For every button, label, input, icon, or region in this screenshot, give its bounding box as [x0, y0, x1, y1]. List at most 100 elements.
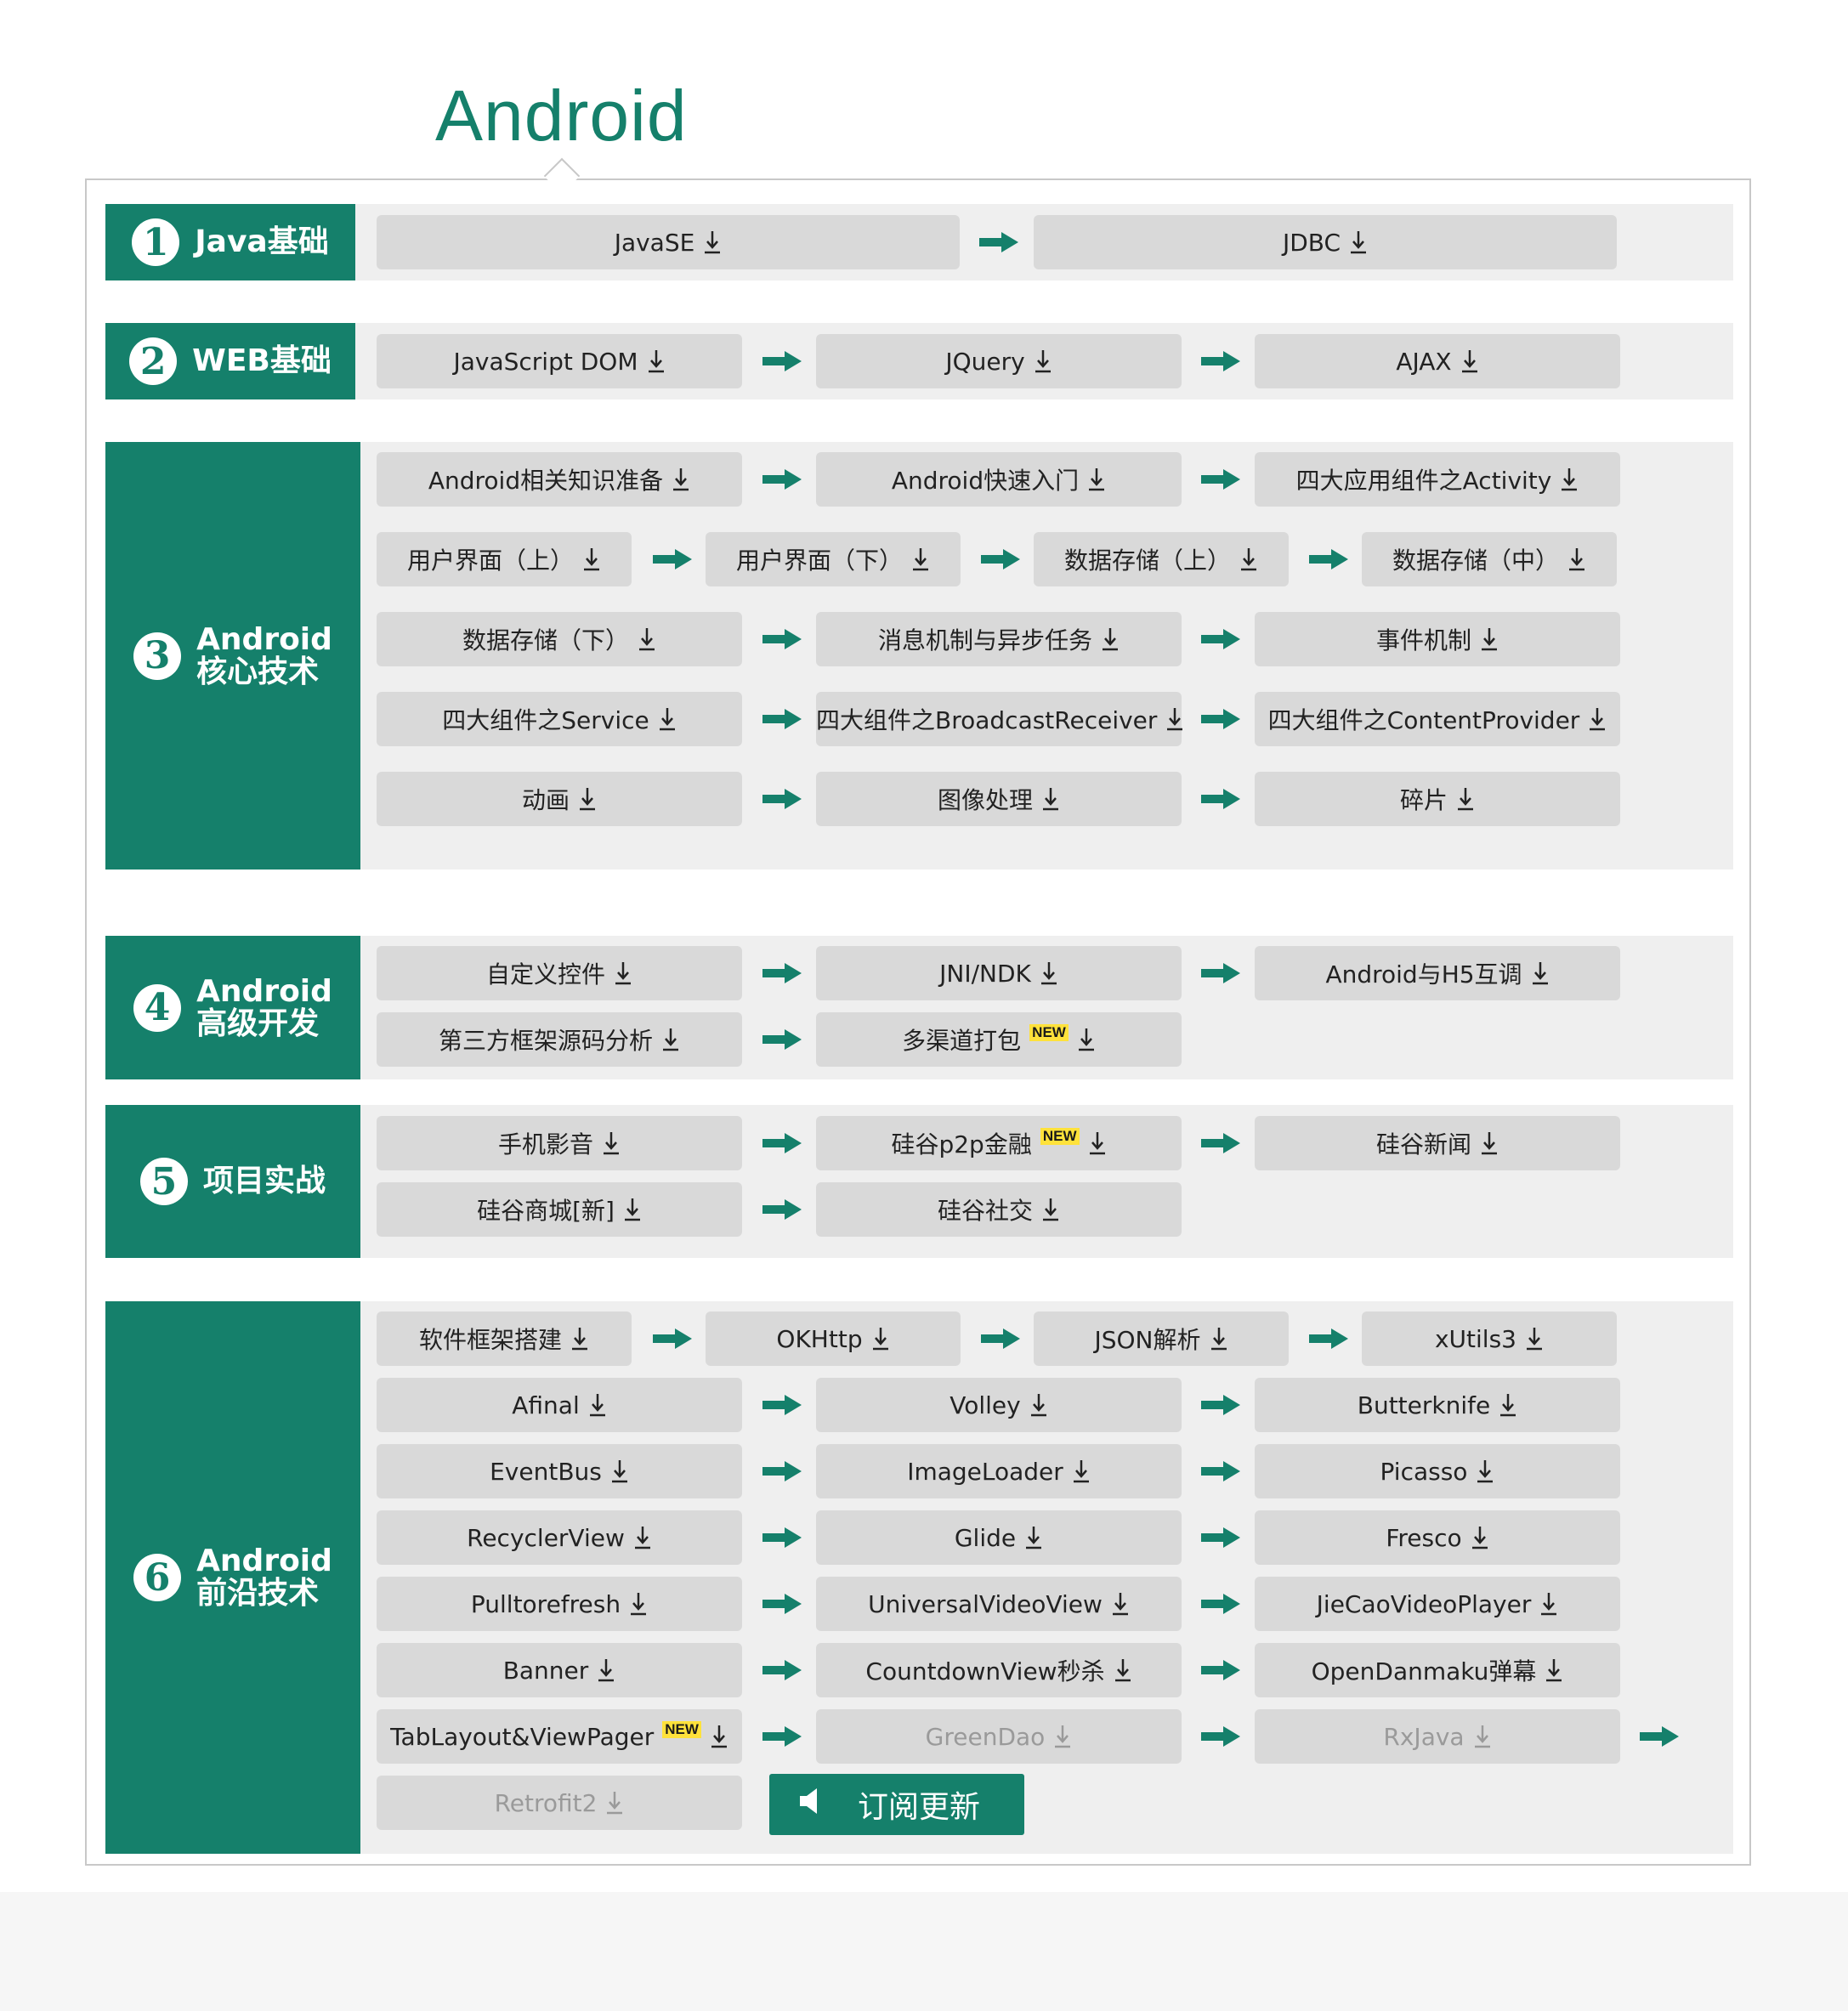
- course-item[interactable]: EventBus: [377, 1444, 742, 1498]
- download-icon[interactable]: [1473, 1723, 1492, 1750]
- download-icon[interactable]: [1165, 705, 1183, 733]
- course-item[interactable]: AJAX: [1255, 334, 1620, 388]
- download-icon[interactable]: [1471, 1524, 1489, 1551]
- course-item[interactable]: Volley: [816, 1378, 1182, 1432]
- download-icon[interactable]: [1499, 1391, 1517, 1419]
- download-icon[interactable]: [1034, 348, 1052, 375]
- course-item[interactable]: 图像处理: [816, 772, 1182, 826]
- course-item[interactable]: 动画: [377, 772, 742, 826]
- course-item[interactable]: JSON解析: [1034, 1311, 1289, 1366]
- download-icon[interactable]: [610, 1458, 629, 1485]
- course-item[interactable]: JavaScript DOM: [377, 334, 742, 388]
- download-icon[interactable]: [1588, 705, 1607, 733]
- course-item[interactable]: JieCaoVideoPlayer: [1255, 1577, 1620, 1631]
- course-item[interactable]: 硅谷新闻: [1255, 1116, 1620, 1170]
- course-item[interactable]: Retrofit2: [377, 1776, 742, 1830]
- download-icon[interactable]: [1525, 1325, 1544, 1352]
- course-item[interactable]: JQuery: [816, 334, 1182, 388]
- download-icon[interactable]: [1239, 546, 1258, 573]
- download-icon[interactable]: [1349, 229, 1368, 256]
- course-item[interactable]: 四大组件之ContentProvider: [1255, 692, 1620, 746]
- course-item[interactable]: RecyclerView: [377, 1510, 742, 1565]
- download-icon[interactable]: [1040, 960, 1058, 987]
- course-item[interactable]: 用户界面（下）: [706, 532, 961, 586]
- download-icon[interactable]: [1088, 1130, 1107, 1157]
- download-icon[interactable]: [1531, 960, 1550, 987]
- download-icon[interactable]: [588, 1391, 607, 1419]
- course-item[interactable]: Fresco: [1255, 1510, 1620, 1565]
- download-icon[interactable]: [1053, 1723, 1072, 1750]
- download-icon[interactable]: [1101, 626, 1120, 653]
- course-item[interactable]: 碎片: [1255, 772, 1620, 826]
- course-item[interactable]: Glide: [816, 1510, 1182, 1565]
- course-item[interactable]: OKHttp: [706, 1311, 961, 1366]
- course-item[interactable]: CountdownView秒杀: [816, 1643, 1182, 1697]
- course-item[interactable]: JavaSE: [377, 215, 960, 269]
- download-icon[interactable]: [1077, 1026, 1096, 1053]
- download-icon[interactable]: [623, 1196, 642, 1223]
- download-icon[interactable]: [597, 1657, 615, 1684]
- download-icon[interactable]: [1545, 1657, 1563, 1684]
- download-icon[interactable]: [1480, 1130, 1499, 1157]
- course-item[interactable]: 硅谷社交: [816, 1182, 1182, 1237]
- download-icon[interactable]: [710, 1723, 728, 1750]
- course-item[interactable]: Afinal: [377, 1378, 742, 1432]
- download-icon[interactable]: [578, 785, 597, 813]
- course-item[interactable]: 四大组件之BroadcastReceiver: [816, 692, 1183, 746]
- download-icon[interactable]: [661, 1026, 680, 1053]
- download-icon[interactable]: [1111, 1590, 1130, 1617]
- course-item[interactable]: Banner: [377, 1643, 742, 1697]
- course-item[interactable]: 第三方框架源码分析: [377, 1012, 742, 1067]
- course-item[interactable]: ImageLoader: [816, 1444, 1182, 1498]
- course-item[interactable]: 数据存储（中）: [1362, 532, 1617, 586]
- download-icon[interactable]: [602, 1130, 621, 1157]
- course-item[interactable]: xUtils3: [1362, 1311, 1617, 1366]
- download-icon[interactable]: [703, 229, 722, 256]
- download-icon[interactable]: [638, 626, 656, 653]
- course-item[interactable]: Android快速入门: [816, 452, 1182, 507]
- course-item[interactable]: JDBC: [1034, 215, 1617, 269]
- course-item[interactable]: 四大应用组件之Activity: [1255, 452, 1620, 507]
- course-item[interactable]: 数据存储（上）: [1034, 532, 1289, 586]
- course-item[interactable]: 硅谷商城[新]: [377, 1182, 742, 1237]
- course-item[interactable]: Picasso: [1255, 1444, 1620, 1498]
- download-icon[interactable]: [1210, 1325, 1228, 1352]
- download-icon[interactable]: [1041, 785, 1060, 813]
- download-icon[interactable]: [647, 348, 666, 375]
- download-icon[interactable]: [1460, 348, 1479, 375]
- course-item[interactable]: 用户界面（上）: [377, 532, 632, 586]
- download-icon[interactable]: [1567, 546, 1586, 573]
- course-item[interactable]: 消息机制与异步任务: [816, 612, 1182, 666]
- course-item[interactable]: Android与H5互调: [1255, 946, 1620, 1000]
- download-icon[interactable]: [570, 1325, 589, 1352]
- course-item[interactable]: JNI/NDK: [816, 946, 1182, 1000]
- download-icon[interactable]: [1476, 1458, 1494, 1485]
- download-icon[interactable]: [1041, 1196, 1060, 1223]
- download-icon[interactable]: [871, 1325, 890, 1352]
- course-item[interactable]: OpenDanmaku弹幕: [1255, 1643, 1620, 1697]
- download-icon[interactable]: [1560, 466, 1579, 493]
- download-icon[interactable]: [1539, 1590, 1558, 1617]
- download-icon[interactable]: [658, 705, 677, 733]
- download-icon[interactable]: [1024, 1524, 1043, 1551]
- download-icon[interactable]: [1072, 1458, 1091, 1485]
- course-item[interactable]: UniversalVideoView: [816, 1577, 1182, 1631]
- download-icon[interactable]: [672, 466, 690, 493]
- course-item[interactable]: Pulltorefresh: [377, 1577, 742, 1631]
- download-icon[interactable]: [633, 1524, 652, 1551]
- download-icon[interactable]: [1114, 1657, 1132, 1684]
- download-icon[interactable]: [582, 546, 601, 573]
- course-item[interactable]: GreenDao: [816, 1709, 1182, 1764]
- download-icon[interactable]: [614, 960, 632, 987]
- download-icon[interactable]: [1087, 466, 1106, 493]
- course-item[interactable]: RxJava: [1255, 1709, 1620, 1764]
- subscribe-button[interactable]: 订阅更新: [769, 1774, 1024, 1835]
- download-icon[interactable]: [1456, 785, 1475, 813]
- download-icon[interactable]: [1029, 1391, 1048, 1419]
- course-item[interactable]: 软件框架搭建: [377, 1311, 632, 1366]
- course-item[interactable]: Android相关知识准备: [377, 452, 742, 507]
- course-item[interactable]: 四大组件之Service: [377, 692, 742, 746]
